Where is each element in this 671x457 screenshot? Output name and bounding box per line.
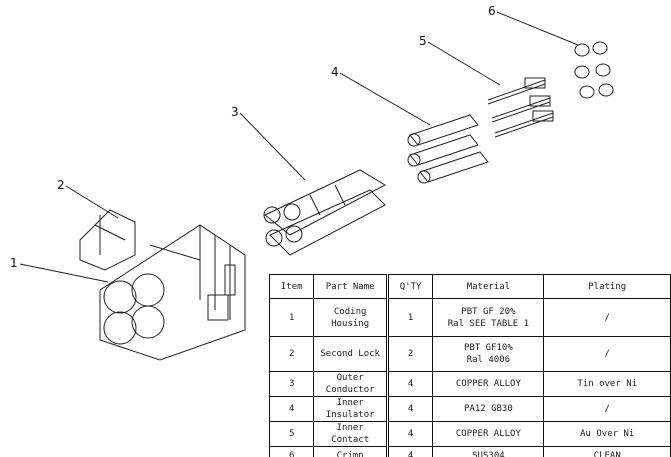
outer-conductor-part: [263, 169, 387, 256]
table-row: 6 Crimp 4 SUS304 CLEAN: [268, 446, 671, 457]
item-cell: 3: [268, 371, 315, 397]
table-row: 4 Inner Insulator 4 PA12 GB30 /: [268, 396, 671, 422]
leader-lines: [19, 11, 579, 283]
plating-cell: /: [543, 336, 671, 372]
part-name-cell: Outer Conductor: [313, 371, 389, 397]
callout-2: 2: [57, 178, 65, 192]
callout-5: 5: [419, 34, 427, 48]
plating-cell: /: [543, 298, 671, 337]
callout-6: 6: [488, 4, 496, 18]
plating-cell: Au Over Ni: [543, 421, 671, 447]
inner-insulator-part: [407, 114, 489, 184]
table-row: 3 Outer Conductor 4 COPPER ALLOY Tin ove…: [268, 371, 671, 397]
material-cell: COPPER ALLOY: [432, 371, 545, 397]
material-line: Ral 4006: [466, 355, 511, 365]
callout-3: 3: [231, 105, 239, 119]
plating-cell: CLEAN: [543, 446, 671, 457]
table-row: 2 Second Lock 2 PBT GF10% Ral 4006 /: [268, 336, 671, 372]
material-cell: PBT GF 20%Ral SEE TABLE 1: [432, 298, 545, 337]
header-part-name: Part Name: [313, 274, 389, 299]
qty-cell: 4: [386, 371, 434, 397]
crimp-part: [574, 41, 614, 99]
part-name-cell: Crimp: [313, 446, 389, 457]
item-cell: 2: [268, 336, 315, 372]
material-cell: SUS304: [432, 446, 545, 457]
material-line: PBT GF10%: [464, 343, 513, 353]
coding-housing-part: [99, 224, 246, 361]
table-header-row: Item Part Name Q'TY Material Plating: [268, 274, 671, 299]
item-cell: 5: [268, 421, 315, 447]
part-name-cell: Second Lock: [313, 336, 389, 372]
material-cell: COPPER ALLOY: [432, 421, 545, 447]
qty-cell: 4: [386, 396, 434, 422]
header-material: Material: [432, 274, 545, 299]
qty-cell: 4: [386, 421, 434, 447]
plating-cell: /: [543, 396, 671, 422]
second-lock-part: [79, 209, 136, 271]
material-line: PBT GF 20%: [461, 306, 516, 317]
qty-cell: 1: [386, 298, 434, 337]
header-item: Item: [268, 274, 315, 299]
material-line: Ral SEE TABLE 1: [447, 318, 530, 329]
inner-contact-part: [487, 77, 554, 138]
bill-of-materials-table: Item Part Name Q'TY Material Plating 1 C…: [268, 274, 671, 457]
item-cell: 4: [268, 396, 315, 422]
part-name-cell: Inner Insulator: [313, 396, 389, 422]
part-name-cell: Inner Contact: [313, 421, 389, 447]
material-cell: PBT GF10% Ral 4006: [432, 336, 545, 372]
plating-cell: Tin over Ni: [543, 371, 671, 397]
part-name-cell: Coding Housing: [313, 298, 389, 337]
item-cell: 1: [268, 298, 315, 337]
callout-1: 1: [10, 256, 18, 270]
table-row: 5 Inner Contact 4 COPPER ALLOY Au Over N…: [268, 421, 671, 447]
qty-cell: 2: [386, 336, 434, 372]
header-qty: Q'TY: [386, 274, 434, 299]
header-plating: Plating: [543, 274, 671, 299]
item-cell: 6: [268, 446, 315, 457]
material-cell: PA12 GB30: [432, 396, 545, 422]
qty-cell: 4: [386, 446, 434, 457]
table-row: 1 Coding Housing 1 PBT GF 20%Ral SEE TAB…: [268, 298, 671, 337]
callout-4: 4: [331, 65, 339, 79]
